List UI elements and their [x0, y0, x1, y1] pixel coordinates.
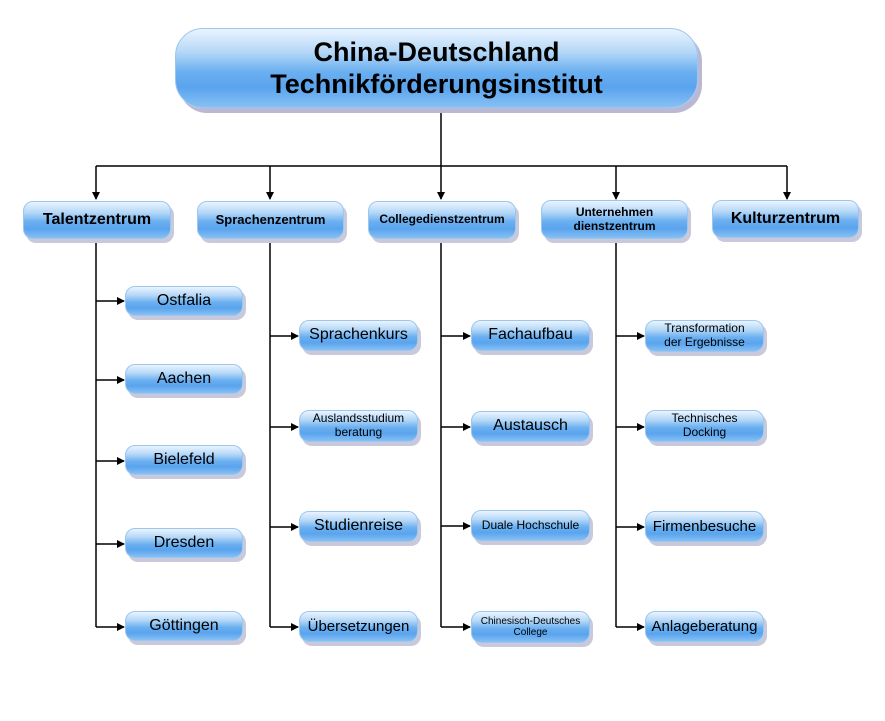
node-uebersetzungen: Übersetzungen	[299, 611, 418, 642]
node-technisches-docking: Technisches Docking	[645, 410, 764, 442]
dept-talentzentrum: Talentzentrum	[23, 201, 171, 239]
root-node: China-Deutschland Technikförderungsinsti…	[175, 28, 698, 108]
node-sprachenkurs: Sprachenkurs	[299, 320, 418, 351]
node-transformation-der-ergebnisse: Transformation der Ergebnisse	[645, 320, 764, 352]
node-firmenbesuche: Firmenbesuche	[645, 511, 764, 542]
node-duale-hochschule: Duale Hochschule	[471, 510, 590, 541]
node-austausch: Austausch	[471, 411, 590, 442]
node-bielefeld: Bielefeld	[125, 445, 243, 475]
node-ostfalia: Ostfalia	[125, 286, 243, 316]
node-studienreise: Studienreise	[299, 511, 418, 542]
dept-unternehmendienstzentrum: Unternehmen dienstzentrum	[541, 200, 688, 239]
node-auslandsstudium-beratung: Auslandsstudium beratung	[299, 410, 418, 442]
node-anlageberatung: Anlageberatung	[645, 611, 764, 642]
node-chinesisch-deutsches-college: Chinesisch-Deutsches College	[471, 611, 590, 643]
node-goettingen: Göttingen	[125, 611, 243, 641]
dept-sprachenzentrum: Sprachenzentrum	[197, 201, 344, 239]
node-aachen: Aachen	[125, 364, 243, 394]
dept-kulturzentrum: Kulturzentrum	[712, 200, 859, 238]
node-fachaufbau: Fachaufbau	[471, 320, 590, 351]
dept-collegedienstzentrum: Collegedienstzentrum	[368, 201, 516, 239]
node-dresden: Dresden	[125, 528, 243, 558]
